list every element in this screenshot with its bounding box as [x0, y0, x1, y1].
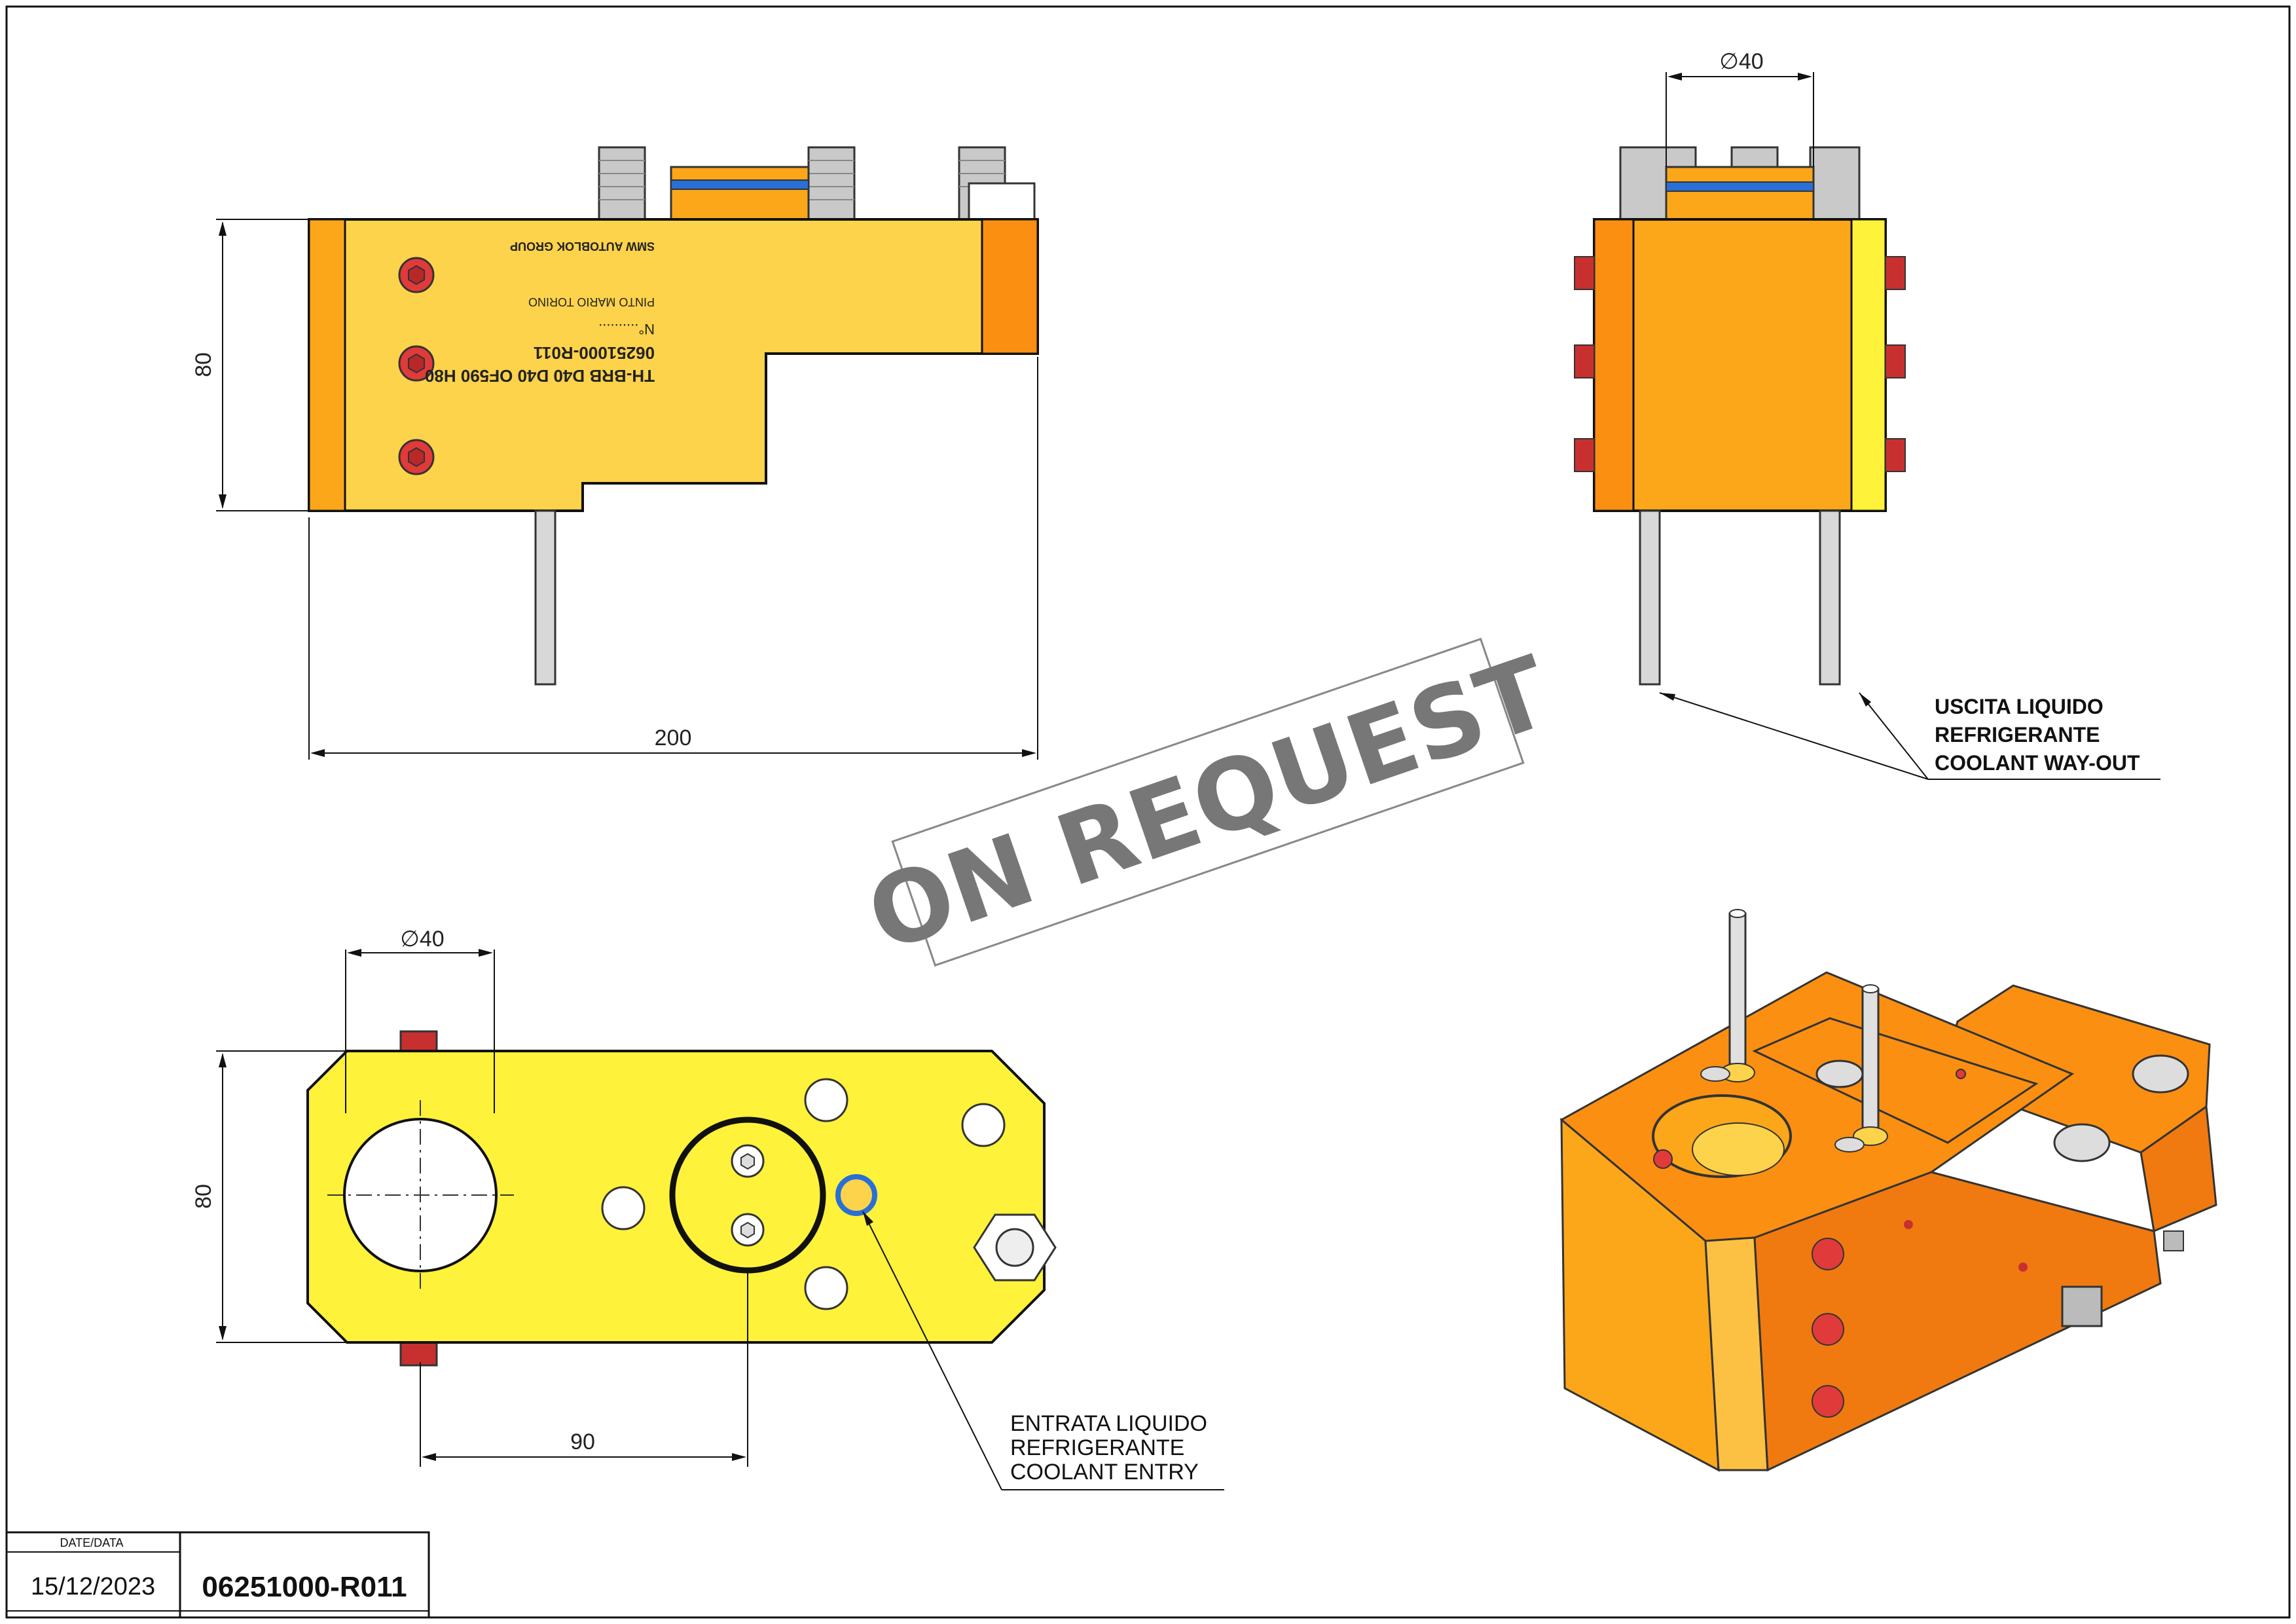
top-holes — [601, 1078, 1006, 1310]
iso-right-face — [1753, 1171, 2162, 1472]
drawing-code: 06251000-R011 — [202, 1571, 407, 1603]
front-screws — [398, 257, 435, 475]
side-body — [1593, 218, 1887, 512]
front-view: TH-BRB D40 D40 OF590 H80 06251000-R011 N… — [191, 146, 1039, 760]
date-label: DATE/DATA — [60, 1536, 123, 1549]
on-request-stamp: ON REQUEST — [854, 635, 1563, 974]
engraving-line-2: 06251000-R011 — [534, 343, 655, 363]
top-leader — [862, 1211, 1224, 1490]
side-leader — [1659, 692, 2160, 780]
front-bushing — [670, 166, 810, 221]
title-block: DATE/DATA 15/12/2023 06251000-R011 — [5, 1531, 430, 1619]
iso-screws — [1812, 1238, 1844, 1418]
front-dim-height: 80 — [191, 352, 216, 377]
engraving-line-5: SMW AUTOBLOK GROUP — [510, 240, 655, 253]
front-engraving: TH-BRB D40 D40 OF590 H80 06251000-R011 N… — [425, 240, 655, 386]
top-body — [306, 1050, 1046, 1344]
side-note-line-3: COOLANT WAY-OUT — [1935, 751, 2140, 775]
iso-pin-2 — [1861, 987, 1880, 1137]
front-dimensions — [216, 219, 1038, 760]
side-dim-diameter: ∅40 — [1719, 49, 1763, 74]
top-note-line-3: COOLANT ENTRY — [1010, 1460, 1199, 1485]
engraving-line-4: PINTO MARIO TORINO — [528, 295, 655, 308]
top-view: ∅40 80 90 ENTRATA LIQUIDO REFRIGERANTE C… — [191, 927, 1224, 1490]
side-pin-left — [1639, 509, 1661, 686]
front-pin — [534, 509, 556, 686]
top-note-line-2: REFRIGERANTE — [1010, 1435, 1184, 1460]
side-screw-heads — [1574, 256, 1906, 472]
side-note-line-1: USCITA LIQUIDO — [1935, 695, 2104, 718]
engraving-line-1: TH-BRB D40 D40 OF590 H80 — [425, 366, 655, 386]
top-dim-diameter: ∅40 — [400, 927, 444, 951]
coolant-entry-port — [835, 1174, 877, 1216]
side-note-line-2: REFRIGERANTE — [1935, 723, 2100, 747]
iso-pin-1 — [1728, 912, 1747, 1065]
top-cap-screws — [731, 1144, 765, 1247]
isometric-view — [1559, 909, 2217, 1472]
side-pin-right — [1819, 509, 1841, 686]
top-dim-offset: 90 — [570, 1430, 595, 1454]
date-value: 15/12/2023 — [31, 1573, 155, 1600]
top-dim-height: 80 — [191, 1184, 216, 1209]
front-dim-width: 200 — [655, 726, 692, 750]
top-dimensions — [216, 950, 748, 1467]
sheet-border — [5, 5, 2291, 1619]
stamp-text: ON REQUEST — [854, 635, 1563, 974]
side-view: ∅40 USCITA LIQUIDO REFRIGERANTE COOLANT … — [1574, 49, 2160, 780]
engraving-line-3: N°.......... — [598, 321, 655, 337]
top-note-line-1: ENTRATA LIQUIDO — [1010, 1411, 1207, 1436]
